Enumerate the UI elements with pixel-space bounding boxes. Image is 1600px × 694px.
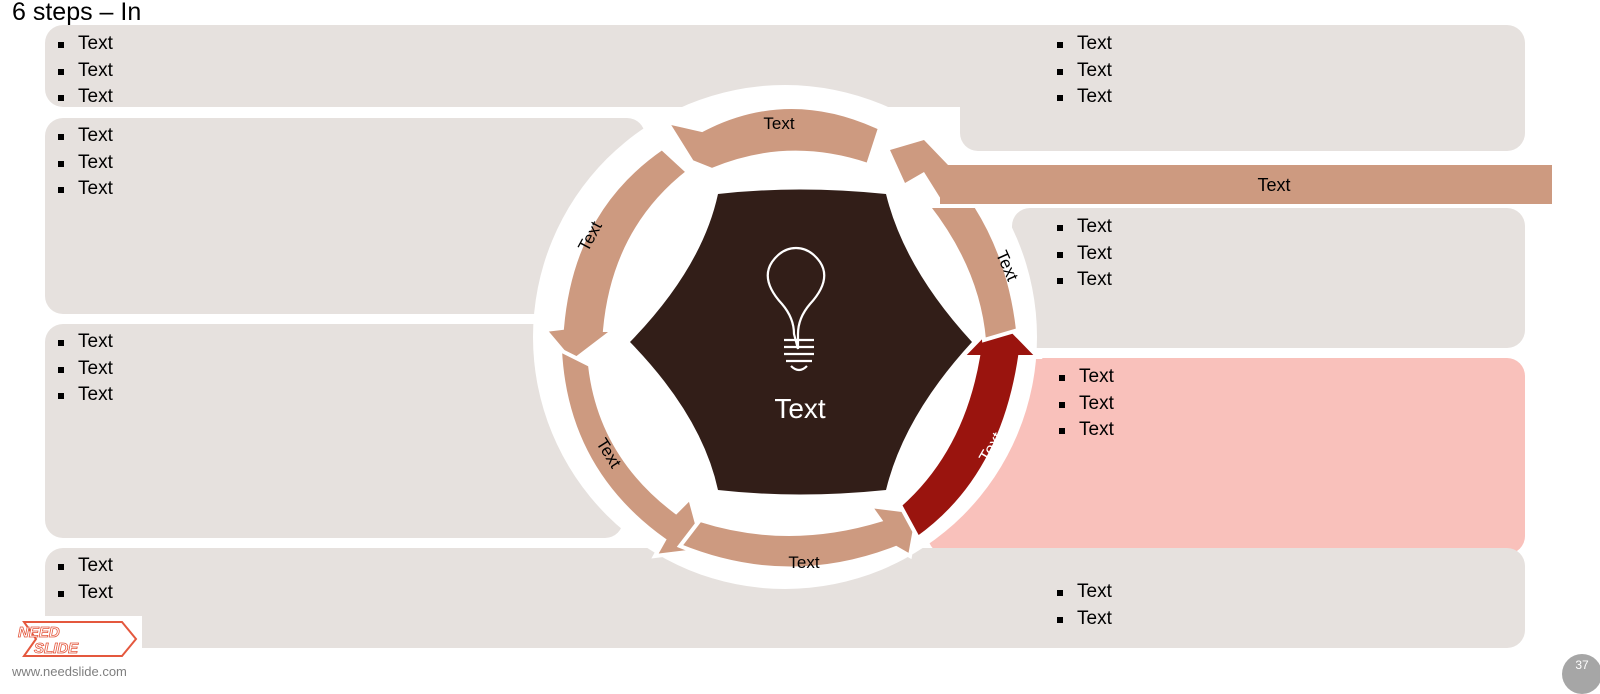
list-item: Text: [1057, 267, 1112, 294]
list-bottom-left: Text Text: [58, 553, 113, 606]
center-hexagon: [630, 189, 972, 495]
footer-url: www.needslide.com: [12, 664, 127, 679]
entry-arrow-label: Text: [1257, 175, 1290, 195]
list-top-left: Text Text Text: [58, 31, 113, 111]
cycle-arrow-top: [662, 105, 883, 173]
list-right-upper: Text Text Text: [1057, 214, 1112, 294]
list-item: Text: [58, 553, 113, 580]
needslide-logo: NEED SLIDE: [10, 616, 142, 662]
list-item: Text: [1059, 391, 1114, 418]
list-top-right: Text Text Text: [1057, 31, 1112, 111]
panel-left-lower: [45, 324, 623, 538]
entry-arrow-shaft: [940, 165, 1552, 204]
cycle-arrow-left-lower: [557, 346, 707, 559]
list-item: Text: [1057, 606, 1112, 633]
cycle-arrow-top-label: Text: [763, 114, 794, 133]
list-bottom-right: Text Text: [1057, 579, 1112, 632]
list-item: Text: [58, 84, 113, 111]
list-item: Text: [58, 580, 113, 607]
list-item: Text: [58, 123, 113, 150]
center-label: Text: [774, 393, 826, 424]
list-item: Text: [58, 31, 113, 58]
list-item: Text: [1057, 31, 1112, 58]
list-item: Text: [58, 329, 113, 356]
cycle-arrow-right-lower-highlight: [897, 315, 1043, 541]
lightbulb-icon: [766, 246, 826, 372]
list-item: Text: [1059, 364, 1114, 391]
page-number: 37: [1562, 654, 1600, 694]
list-left-upper: Text Text Text: [58, 123, 113, 203]
panel-top-right-extension: [960, 90, 1525, 151]
list-item: Text: [1057, 214, 1112, 241]
slide-title: 6 steps – In: [12, 0, 142, 26]
cycle-arrow-bottom: [676, 503, 921, 571]
list-item: Text: [58, 150, 113, 177]
svg-text:SLIDE: SLIDE: [34, 640, 79, 657]
cycle-arrow-bottom-label: Text: [788, 553, 819, 572]
list-item: Text: [1059, 417, 1114, 444]
svg-text:NEED: NEED: [18, 624, 60, 641]
cycle-arrow-right-upper: [923, 204, 1021, 343]
list-item: Text: [1057, 58, 1112, 85]
list-item: Text: [1057, 579, 1112, 606]
list-item: Text: [58, 176, 113, 203]
list-item: Text: [58, 58, 113, 85]
panel-right-upper: [1012, 208, 1525, 348]
list-left-lower: Text Text Text: [58, 329, 113, 409]
list-item: Text: [1057, 84, 1112, 111]
list-item: Text: [58, 382, 113, 409]
list-item: Text: [1057, 241, 1112, 268]
list-right-lower: Text Text Text: [1059, 364, 1114, 444]
list-item: Text: [58, 356, 113, 383]
